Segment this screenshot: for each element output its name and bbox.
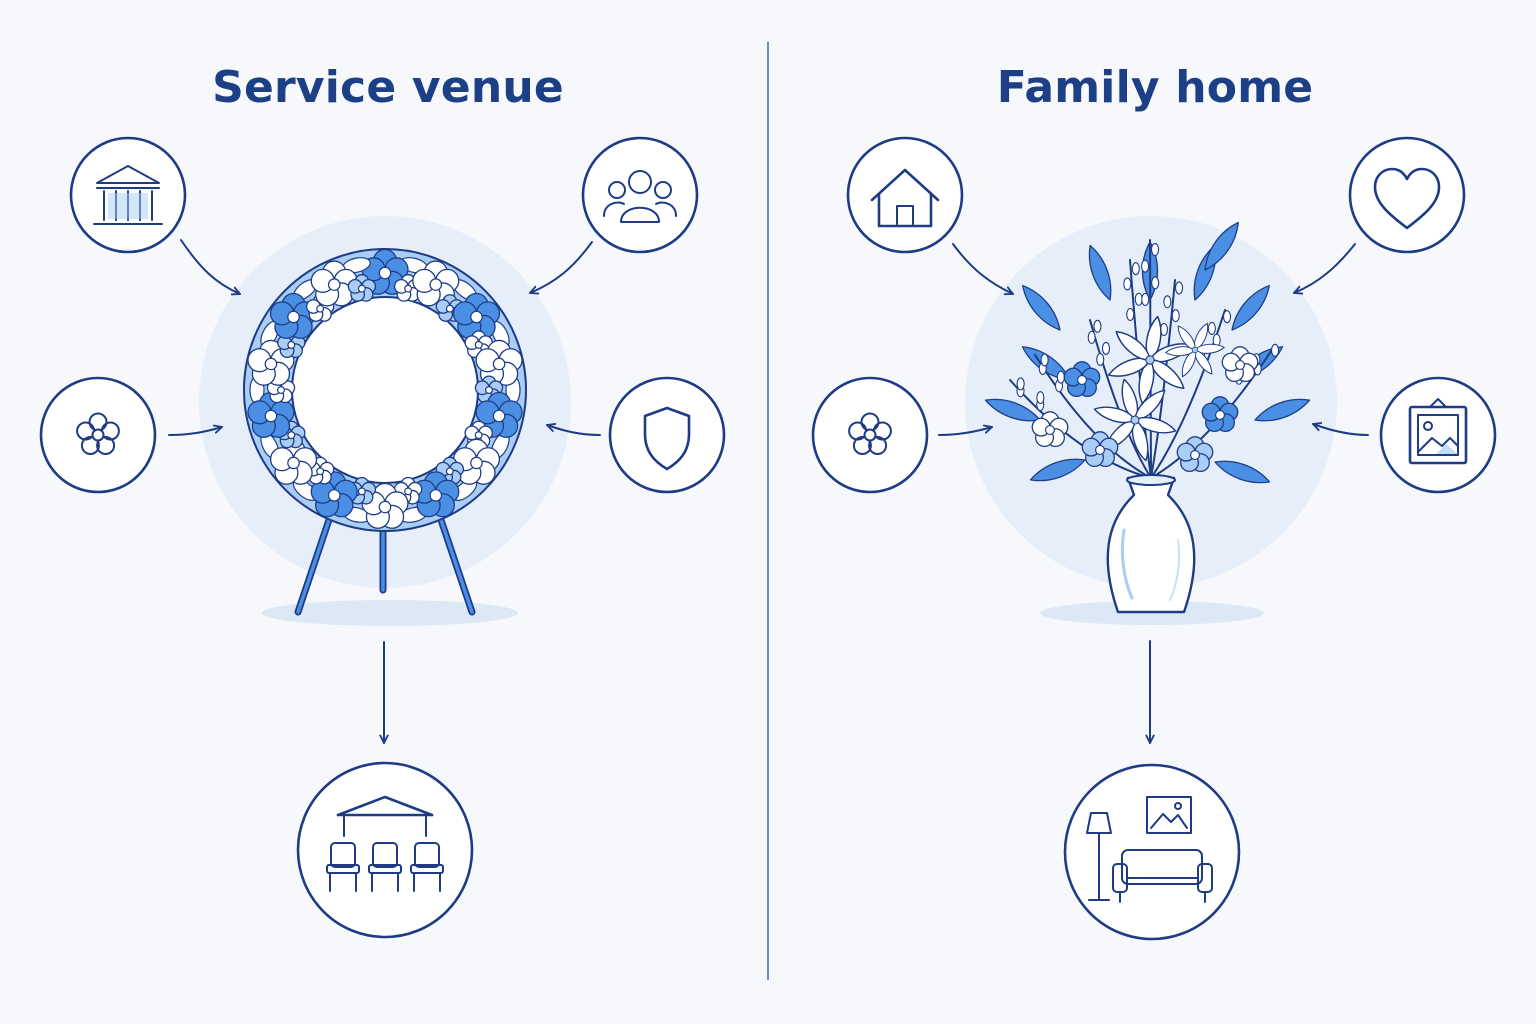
bouquet-leaf (1029, 458, 1086, 482)
wreath-blossom (452, 438, 501, 485)
bank-building-icon (69, 136, 187, 254)
bouquet-stem (1034, 354, 1152, 479)
bud (1174, 281, 1184, 295)
wreath-blossom (1221, 346, 1259, 383)
living-room-icon (1063, 763, 1241, 941)
flower-icon (811, 376, 929, 494)
bud (1141, 259, 1150, 273)
lily-blossom (1165, 322, 1225, 378)
framed-picture-icon (1379, 376, 1497, 494)
bud (1087, 330, 1096, 344)
bouquet-leaf (1022, 284, 1061, 331)
bouquet-leaf (1214, 460, 1271, 484)
bud (1123, 277, 1132, 291)
wreath-blossom (310, 471, 358, 518)
lily-bouquet (984, 221, 1311, 484)
wreath-blossom (1176, 436, 1214, 473)
bud (1056, 370, 1065, 384)
bud (1126, 307, 1135, 322)
wreath-blossom (247, 339, 295, 386)
heart-icon (1348, 136, 1466, 254)
flower-icon (39, 376, 157, 494)
bud (1222, 310, 1232, 324)
bud (1040, 353, 1049, 367)
bouquet-leaf (1254, 398, 1311, 422)
wreath-blossom (1081, 431, 1119, 468)
panel-title-service-venue: Service venue (212, 62, 564, 113)
bud (1093, 319, 1102, 333)
bud (1207, 321, 1216, 336)
bud (1151, 276, 1160, 290)
wreath-blossom (1063, 361, 1101, 398)
wreath-blossom (269, 292, 318, 339)
lily-blossom (1107, 315, 1193, 405)
wreath-blossom (412, 260, 460, 307)
chapel-seating-icon (296, 761, 474, 939)
bud (1171, 309, 1180, 323)
bud (1270, 343, 1280, 357)
house-icon (846, 136, 964, 254)
bud (1131, 262, 1140, 276)
bud (1163, 295, 1172, 309)
bud (1141, 292, 1150, 307)
panel-title-family-home: Family home (996, 62, 1314, 113)
people-group-icon (581, 136, 699, 254)
bud (1016, 377, 1025, 391)
input-arrows-left (168, 239, 601, 744)
wreath-blossom (393, 274, 423, 302)
wreath-blossom (247, 391, 295, 438)
bouquet-stem (1009, 379, 1152, 479)
glass-vase (1106, 474, 1196, 614)
input-arrows-right (938, 243, 1369, 744)
wreath-blossom (347, 274, 377, 302)
wreath-stand (294, 496, 476, 616)
shield-icon (608, 376, 726, 494)
bouquet-leaf (1204, 221, 1239, 271)
funeral-wreath (243, 248, 527, 532)
bouquet-leaf (1231, 284, 1270, 331)
wreath-blossom (1031, 411, 1069, 448)
wreath-blossom (452, 292, 501, 339)
bouquet-leaf (1088, 244, 1112, 301)
lily-blossom (1093, 378, 1177, 462)
wreath-blossom (1201, 396, 1239, 433)
bud (1096, 352, 1105, 367)
bud (1101, 341, 1111, 355)
bouquet-leaf (984, 398, 1041, 422)
bud (1036, 391, 1045, 405)
bud (1150, 242, 1160, 257)
wreath-shadow (262, 600, 518, 626)
